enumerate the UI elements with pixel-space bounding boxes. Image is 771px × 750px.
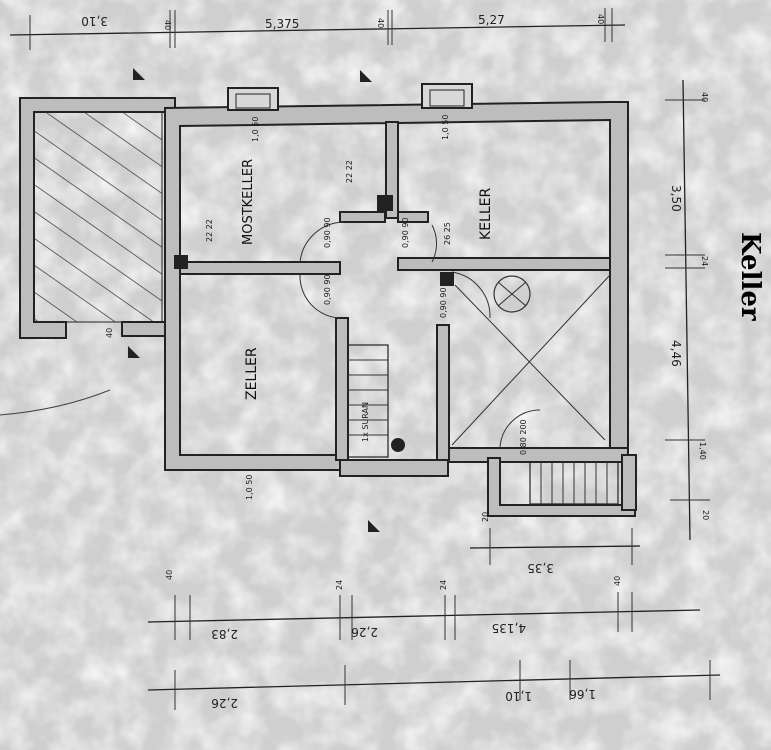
dim-misc-20: 20 — [481, 512, 490, 522]
right-dimension-chain: 3,50 4,46 40 24 1,40 20 — [665, 79, 710, 541]
section-markers — [128, 68, 380, 532]
door-label-a: 0,90 90 — [323, 217, 332, 248]
light-wells — [227, 83, 473, 111]
window-label-top-right: 1,0 50 — [441, 115, 450, 140]
dim-right-1: 3,50 — [669, 185, 683, 212]
dim-top-small-2: 40 — [376, 18, 385, 28]
interior-walls — [179, 121, 611, 461]
plan-title: Keller — [735, 232, 765, 321]
dim-right-small-3: 1,40 — [698, 442, 707, 460]
door-label-d: 0,90 90 — [439, 287, 448, 318]
dim-right-small-4: 20 — [701, 510, 710, 520]
window-label-mid-a: 22 22 — [345, 160, 354, 183]
dim-bottom-small-2: 24 — [335, 580, 344, 590]
dim-left-40: 40 — [105, 328, 114, 338]
door-label-e: 0,80 200 — [519, 419, 528, 455]
dim-top-small-1: 40 — [163, 20, 172, 30]
dim-top-1: 3,10 — [81, 14, 108, 28]
window-label-bottom-left: 1,0 50 — [245, 475, 254, 500]
dim-right-small-1: 40 — [700, 92, 709, 102]
window-label-top-left: 1,0 50 — [251, 117, 260, 142]
window-label-mid-c: 26 25 — [443, 222, 452, 245]
dim-top-3: 5,27 — [478, 13, 505, 27]
door-label-c: 0,90 90 — [323, 274, 332, 305]
door-label-b: 0,90 90 — [401, 217, 410, 248]
dim-bottom-row1-3: 4,135 — [492, 621, 526, 635]
dim-top-2: 5,375 — [265, 17, 299, 31]
dim-bottom-row2-1: 2,26 — [211, 696, 238, 710]
room-label-mostkeller: MOSTKELLER — [241, 159, 256, 245]
exterior-stair — [529, 461, 619, 505]
room-label-keller-left: ZELLER — [244, 347, 260, 400]
window-label-mid-b: 22 22 — [205, 219, 214, 242]
shafts — [174, 195, 454, 286]
dim-bottom-small-4: 40 — [613, 576, 622, 586]
top-dimension-chain: 3,10 5,375 5,27 40 40 40 — [9, 8, 626, 50]
dim-bottom-small-1: 40 — [165, 570, 174, 580]
dim-top-small-3: 40 — [596, 14, 605, 24]
stair-label: 1x SURAN — [361, 402, 370, 442]
hatched-area — [19, 97, 176, 339]
room-diagonals — [451, 274, 611, 446]
dim-bottom-row2-2: 1,10 — [505, 689, 532, 703]
dim-bottom-row1-2: 2,26 — [351, 625, 378, 639]
dim-bottom-row2-3: 1,66 — [569, 687, 596, 701]
door-swings — [299, 221, 541, 449]
dim-right-2: 4,46 — [669, 340, 683, 367]
room-label-keller-right: KELLER — [478, 188, 494, 240]
dim-bottom-mid: 3,35 — [527, 561, 554, 575]
dim-right-small-2: 24 — [700, 256, 709, 266]
dim-bottom-small-3: 24 — [439, 580, 448, 590]
dim-bottom-row1-1: 2,83 — [211, 627, 238, 641]
terrain-line — [0, 389, 111, 416]
interior-stair — [347, 344, 405, 458]
bottom-dimension-chains: 3,35 20 2,83 2,26 4,135 40 24 24 40 2,26… — [147, 512, 721, 710]
